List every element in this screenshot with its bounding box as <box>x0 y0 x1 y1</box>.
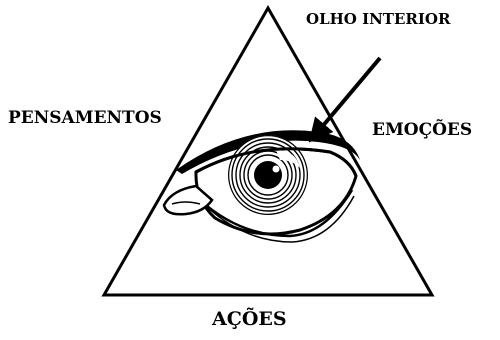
label-olho-interior: OLHO INTERIOR <box>306 12 450 27</box>
pupil <box>254 161 282 189</box>
label-pensamentos: PENSAMENTOS <box>8 110 162 127</box>
arrow-icon <box>316 58 380 134</box>
label-emocoes: EMOÇÕES <box>372 122 472 139</box>
eye-icon <box>164 130 360 242</box>
pupil-highlight <box>273 166 280 173</box>
label-acoes: AÇÕES <box>212 310 287 329</box>
